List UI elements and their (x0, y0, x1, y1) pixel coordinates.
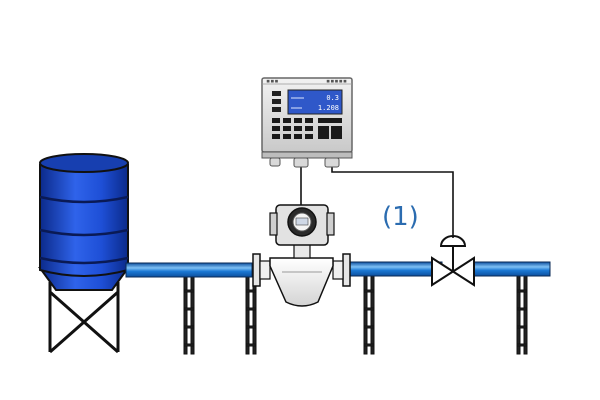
svg-text:▪▪▪: ▪▪▪ (266, 77, 279, 85)
pipe-support (183, 275, 195, 355)
controller-lcd (287, 89, 343, 115)
batch-controller-icon: ▪▪▪ ▪▪▪▪▪ 0.3 1.208 (261, 77, 353, 168)
pipe-segment (125, 262, 253, 278)
pipe-support (363, 275, 375, 355)
flowmeter-transmitter (269, 204, 335, 246)
tank-hoops (39, 195, 129, 265)
svg-text:▪▪▪▪▪: ▪▪▪▪▪ (326, 77, 347, 85)
pipe-support (516, 275, 528, 355)
pipe-segment (473, 261, 551, 277)
controller-keypad (272, 118, 342, 139)
controller-lcd-row1: 0.3 (326, 94, 339, 102)
callout-label: (1) (382, 202, 419, 232)
controller-lcd-row2: 1.208 (318, 104, 339, 112)
controller-side-keys (272, 91, 281, 112)
pipe-segment (349, 261, 443, 277)
signal-wires (300, 166, 454, 238)
controller-cable-glands (261, 151, 353, 168)
pipe-support (245, 275, 257, 355)
control-valve-icon (431, 235, 475, 287)
pipe-supports (183, 275, 528, 355)
pipeline (125, 261, 551, 278)
tank-stand (48, 282, 120, 354)
coriolis-flowmeter-icon (252, 204, 351, 307)
water-tank-icon (38, 153, 130, 354)
valve-signal-wire (331, 166, 454, 238)
